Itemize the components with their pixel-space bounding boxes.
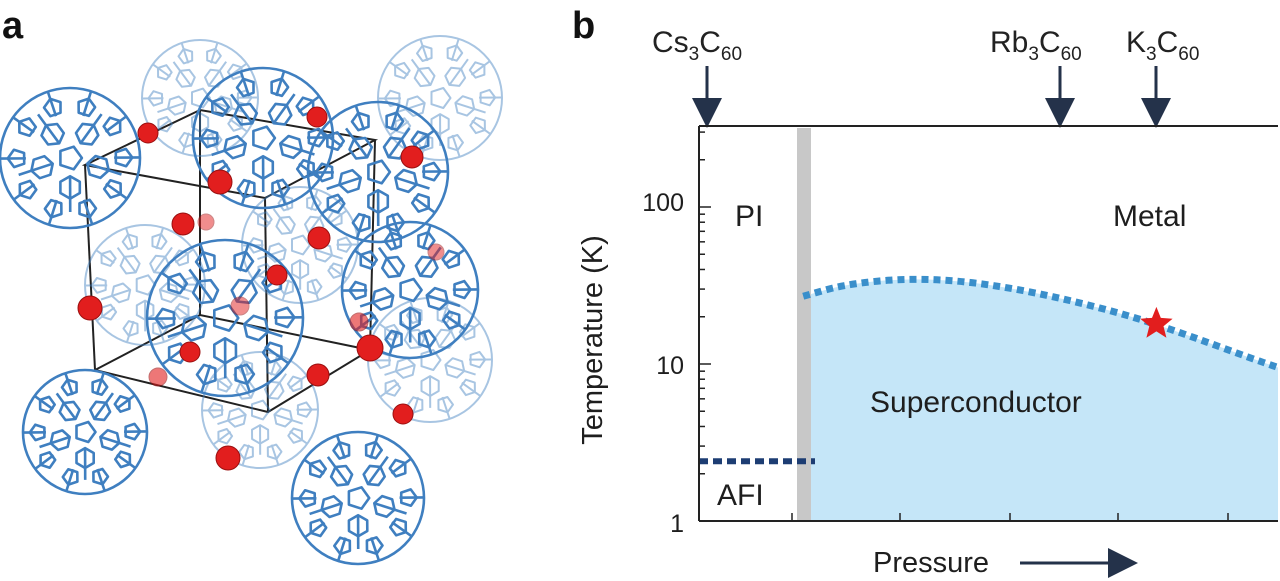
ytick-1: 1	[670, 510, 684, 538]
alkali-ion	[148, 367, 168, 387]
alkali-ion	[349, 312, 369, 332]
fullerene	[145, 238, 305, 398]
alkali-ion	[427, 243, 445, 261]
alkali-ion	[171, 212, 195, 236]
alkali-ion	[137, 122, 159, 144]
region-label-metal: Metal	[1113, 200, 1186, 233]
alkali-ion	[215, 445, 241, 471]
alkali-ion	[306, 363, 330, 387]
compound-label-rb3c60: Rb3C60	[990, 26, 1082, 65]
fullerene-faded	[367, 297, 493, 423]
fullerene-faded	[141, 39, 259, 157]
alkali-ion	[77, 295, 103, 321]
alkali-ion	[207, 169, 233, 195]
fullerene	[290, 430, 426, 566]
fullerene-faded	[377, 35, 503, 161]
y-minor-ticks	[699, 131, 711, 522]
region-label-superconductor: Superconductor	[870, 386, 1082, 419]
phase-boundary-band	[797, 128, 811, 521]
alkali-ion	[392, 403, 414, 425]
fullerene	[306, 100, 450, 244]
panel-a-label: a	[2, 5, 24, 47]
panel-a: a	[0, 5, 503, 566]
y-axis-title: Temperature (K)	[577, 235, 609, 445]
panel-b-label: b	[572, 5, 595, 47]
region-label-pi: PI	[735, 200, 763, 233]
alkali-ion	[197, 213, 215, 231]
superconductor-region	[803, 279, 1278, 521]
plot-frame	[698, 125, 1278, 522]
x-axis-title: Pressure	[873, 547, 989, 579]
fullerene	[21, 368, 149, 496]
fullerene-faded	[241, 186, 359, 304]
alkali-ion	[179, 341, 201, 363]
x-ticks	[791, 513, 1229, 521]
compound-label-cs3c60: Cs3C60	[652, 26, 742, 65]
alkali-ion	[306, 106, 328, 128]
fullerene-faded	[84, 224, 206, 346]
alkali-ion	[266, 264, 288, 286]
alkali-ions	[77, 106, 445, 471]
panel-b: b Cs3C60 Rb3C60 K3C60 100 10 1 Temp	[572, 5, 1280, 579]
alkali-ion	[400, 145, 424, 169]
ytick-100: 100	[642, 189, 684, 217]
compound-label-k3c60: K3C60	[1126, 26, 1199, 65]
alkali-ion	[230, 296, 250, 316]
star-marker	[1140, 306, 1173, 338]
foreground-fullerenes	[0, 66, 480, 566]
alkali-ion	[307, 226, 331, 250]
fullerene	[340, 220, 480, 360]
alkali-ion	[356, 334, 384, 362]
region-label-afi: AFI	[717, 479, 764, 512]
ytick-10: 10	[656, 352, 684, 380]
fullerene	[0, 86, 142, 230]
tc-dome-line	[802, 275, 1280, 371]
